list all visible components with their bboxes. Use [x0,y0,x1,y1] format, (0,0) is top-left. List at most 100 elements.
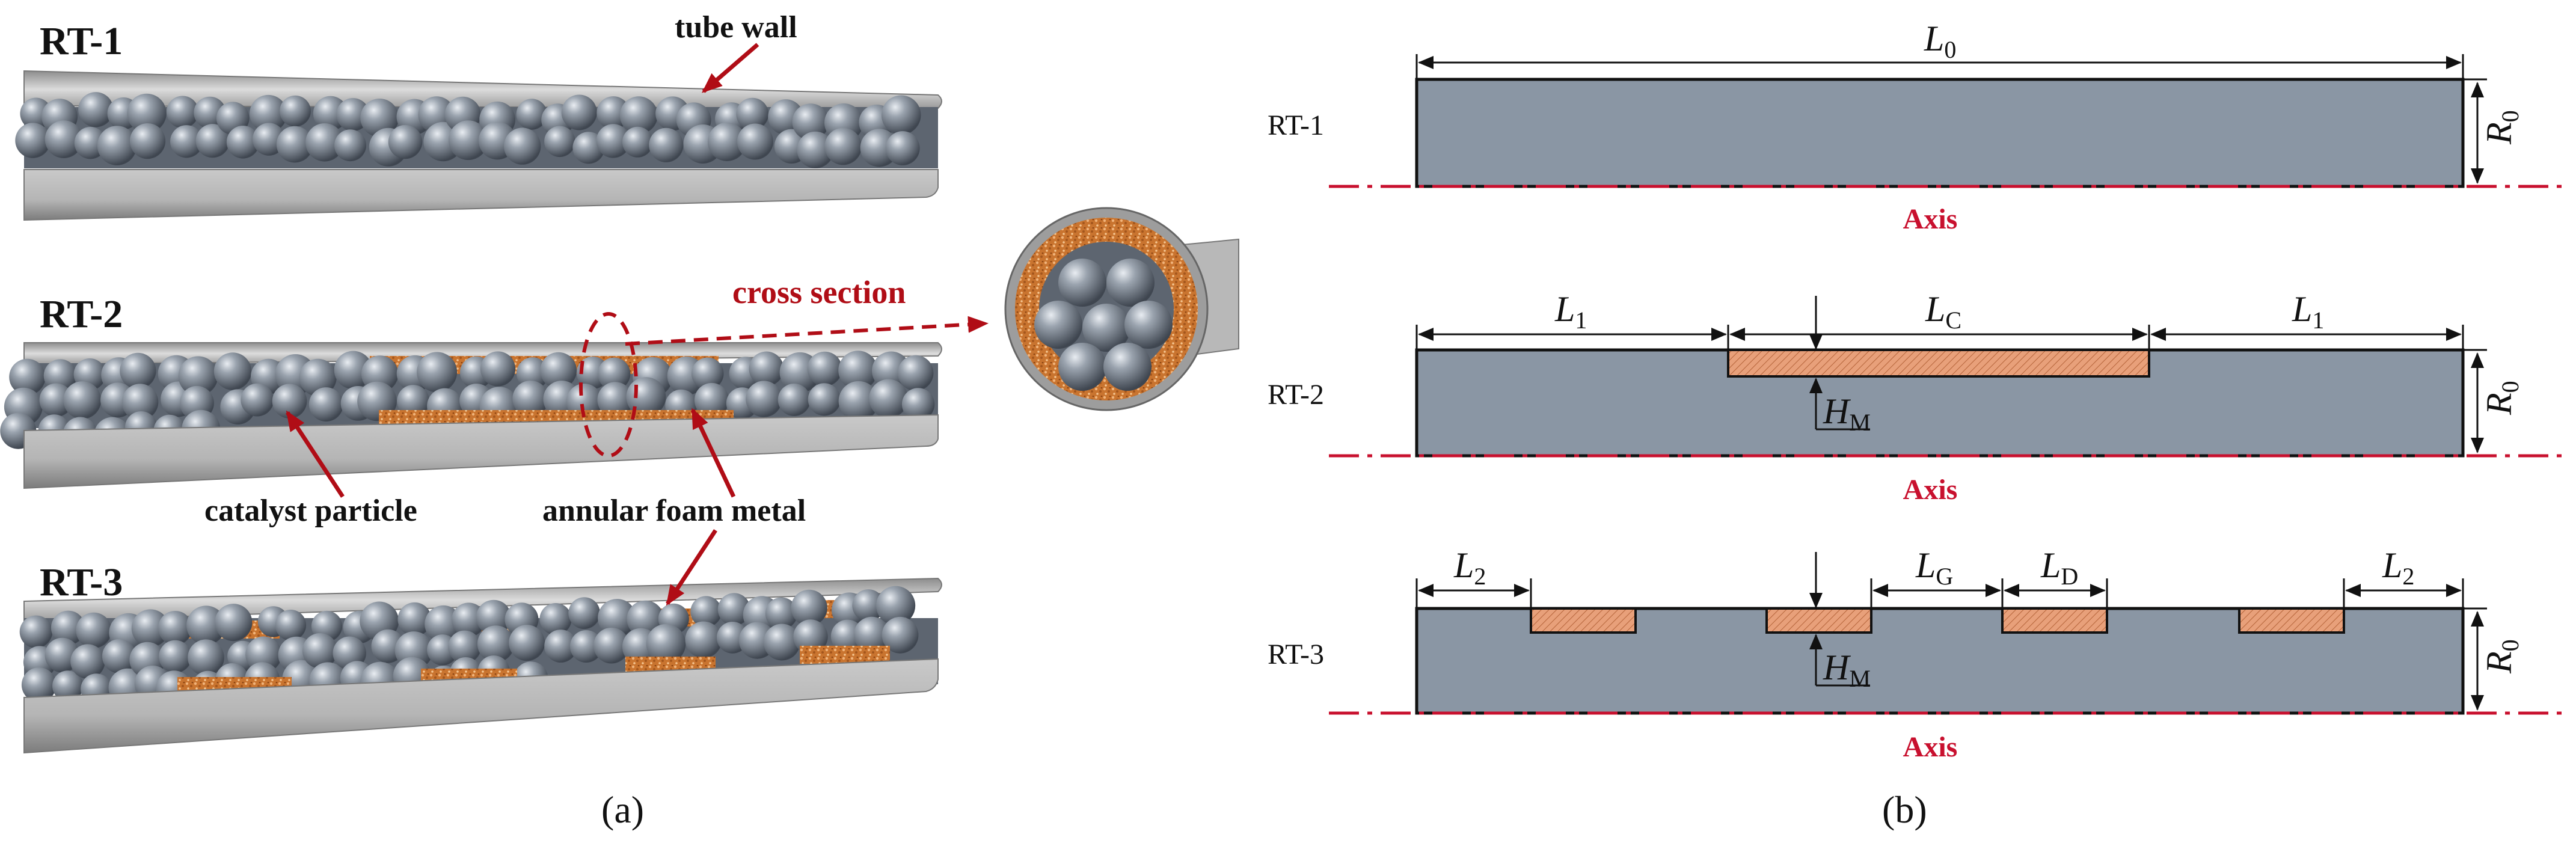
catalyst-particle [195,124,230,158]
catalyst-particle [707,122,747,161]
R0-symbol-rt1: R0 [2479,110,2524,145]
catalyst-particle [691,357,724,390]
catalyst-particle-label: catalyst particle [204,494,417,528]
catalyst-particle [717,593,750,626]
L1-left-symbol: L1 [1554,289,1587,334]
catalyst-particle [417,352,458,393]
catalyst-particle [777,383,811,416]
catalyst-particle [736,97,769,130]
rt2-label-b: RT-2 [1268,379,1324,411]
R0-symbol-rt2: R0 [2479,381,2524,415]
catalyst-particle [649,127,684,162]
foam-metal-arrow-1 [690,408,736,498]
catalyst-particle [78,92,114,127]
catalyst-particle [509,625,545,661]
cross-section-label: cross section [732,274,906,310]
catalyst-particle [746,381,782,417]
catalyst-particle [397,385,430,418]
catalyst-particle [299,358,337,396]
catalyst-particle [690,596,722,628]
tube-wall-label: tube wall [675,10,797,44]
foam-blocks-rt3 [1530,607,2345,634]
LG-symbol: LG [1915,545,1953,590]
L2-right-symbol: L2 [2382,545,2414,590]
schematic-rt3: Axis RT-3 L2 LG LD L2 HM R0 [1268,545,2568,763]
catalyst-particle [512,381,549,417]
catalyst-particle [1034,301,1082,349]
catalyst-particle [597,382,633,418]
catalyst-particle [397,602,432,637]
catalyst-particle [898,355,934,391]
catalyst-particle [901,388,935,421]
catalyst-particle [1124,301,1173,349]
catalyst-particle [448,120,488,161]
panel-a: RT-1 RT-2 RT-3 tube wall cross section c… [0,10,1239,831]
catalyst-particle [807,351,842,387]
catalyst-particle [97,126,137,165]
rt1-label-b: RT-1 [1268,109,1324,141]
R0-symbol-rt3: R0 [2479,639,2524,674]
catalyst-particle [540,352,577,389]
catalyst-particle [876,586,916,625]
catalyst-particle [598,599,637,637]
catalyst-particle [388,124,423,159]
catalyst-particle [226,126,260,159]
catalyst-particle [544,126,575,158]
catalyst-particle [15,123,51,158]
catalyst-particle [131,609,170,648]
catalyst-particle [51,610,85,645]
catalyst-particle [539,603,572,636]
catalyst-particle [568,597,600,630]
panel-b: Axis RT-1 L0 R0 Axis RT-2 L1 LC [1268,19,2568,831]
catalyst-particle [792,103,829,141]
catalyst-particle [561,94,597,130]
L2-left-symbol: L2 [1453,545,1486,590]
L0-symbol: L0 [1924,19,1956,63]
catalyst-particles-rt1 [15,92,921,168]
catalyst-particle [516,357,549,390]
catalyst-particle [63,381,102,419]
catalyst-particle [504,127,541,165]
catalyst-particle [334,129,366,162]
catalyst-particle [305,123,344,162]
HM-symbol-rt3: HM [1823,648,1871,692]
caption-b: (b) [1882,788,1927,831]
catalyst-particle [241,383,274,417]
catalyst-particle [452,602,486,637]
catalyst-particle [854,616,890,653]
catalyst-particle [685,621,722,658]
catalyst-particle [245,636,282,673]
catalyst-particle [885,131,920,165]
catalyst-particle [1103,343,1152,391]
catalyst-particle [763,624,800,661]
tube-rt3 [19,577,942,754]
catalyst-particle [808,383,841,416]
catalyst-particle [838,381,879,421]
catalyst-particle [480,351,516,387]
tube-rt2 [0,342,942,489]
catalyst-particle [121,384,159,420]
catalyst-particle [544,630,577,663]
catalyst-particle [276,126,313,163]
catalyst-particle [280,95,311,127]
catalyst-particle [516,99,547,130]
axis-label-rt3: Axis [1903,731,1958,763]
catalyst-particle [797,131,834,168]
catalyst-particle [272,384,307,418]
catalyst-particle [21,667,57,702]
rt3-label-a: RT-3 [40,560,123,604]
LD-symbol: LD [2040,545,2078,590]
HM-symbol-rt2: HM [1823,391,1871,436]
catalyst-particle [159,640,192,673]
axis-label-rt2: Axis [1903,474,1958,506]
catalyst-particle [52,670,84,702]
catalyst-particle [793,619,828,654]
annular-foam-metal-label: annular foam metal [542,494,806,528]
rt2-label-a: RT-2 [40,292,123,336]
catalyst-particle [852,589,885,622]
catalyst-particle [129,123,166,159]
catalyst-particle [737,123,773,160]
catalyst-particle [1058,343,1106,391]
foam-block-rt2 [1727,349,2150,378]
